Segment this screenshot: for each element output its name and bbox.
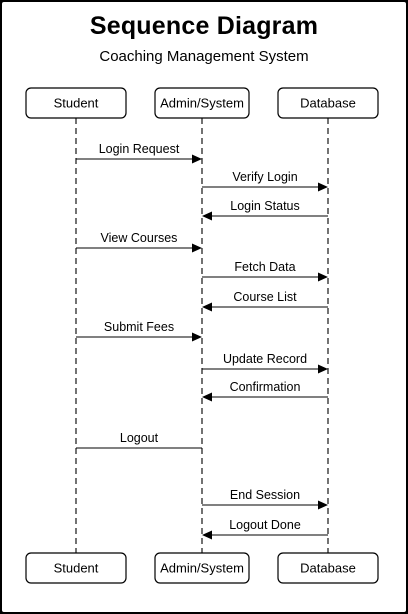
message-label: Logout xyxy=(120,431,159,445)
participant-database-top: Database xyxy=(277,87,379,119)
participant-database-bottom: Database xyxy=(277,552,379,584)
arrowhead xyxy=(318,272,328,282)
message-label: Logout Done xyxy=(229,518,301,532)
message-label: Login Request xyxy=(99,142,180,156)
arrowhead xyxy=(318,182,328,192)
arrowhead xyxy=(202,302,212,312)
participant-label: Student xyxy=(54,561,99,576)
arrowhead xyxy=(318,500,328,510)
message-verify-login: Verify Login xyxy=(202,170,328,192)
participant-label: Database xyxy=(300,96,356,111)
diagram-subtitle: Coaching Management System xyxy=(99,48,309,65)
message-label: End Session xyxy=(230,488,300,502)
arrowhead xyxy=(192,243,202,253)
arrowhead xyxy=(192,332,202,342)
participant-label: Admin/System xyxy=(160,96,244,111)
message-view-courses: View Courses xyxy=(76,231,202,253)
participant-admin-system-top: Admin/System xyxy=(154,87,250,119)
participant-label: Database xyxy=(300,561,356,576)
message-login-status: Login Status xyxy=(202,199,328,221)
message-course-list: Course List xyxy=(202,290,328,312)
arrowhead xyxy=(202,392,212,402)
message-label: Confirmation xyxy=(230,380,301,394)
message-confirmation: Confirmation xyxy=(202,380,328,402)
participant-student-top: Student xyxy=(25,87,127,119)
participant-label: Admin/System xyxy=(160,561,244,576)
message-login-request: Login Request xyxy=(76,142,202,164)
message-submit-fees: Submit Fees xyxy=(76,320,202,342)
message-fetch-data: Fetch Data xyxy=(202,260,328,282)
message-label: Fetch Data xyxy=(234,260,295,274)
arrowhead xyxy=(318,364,328,374)
message-label: Verify Login xyxy=(232,170,297,184)
message-label: Submit Fees xyxy=(104,320,174,334)
message-update-record: Update Record xyxy=(202,352,328,374)
participant-admin-system-bottom: Admin/System xyxy=(154,552,250,584)
message-logout-done: Logout Done xyxy=(202,518,328,540)
arrowhead xyxy=(192,154,202,164)
arrowhead xyxy=(202,530,212,540)
message-end-session: End Session xyxy=(202,488,328,510)
message-label: Login Status xyxy=(230,199,300,213)
message-logout: Logout xyxy=(76,431,202,449)
message-label: Update Record xyxy=(223,352,307,366)
message-label: Course List xyxy=(233,290,297,304)
arrowhead xyxy=(202,211,212,221)
participant-student-bottom: Student xyxy=(25,552,127,584)
diagram-title: Sequence Diagram xyxy=(89,12,319,40)
participant-label: Student xyxy=(54,96,99,111)
message-label: View Courses xyxy=(101,231,178,245)
